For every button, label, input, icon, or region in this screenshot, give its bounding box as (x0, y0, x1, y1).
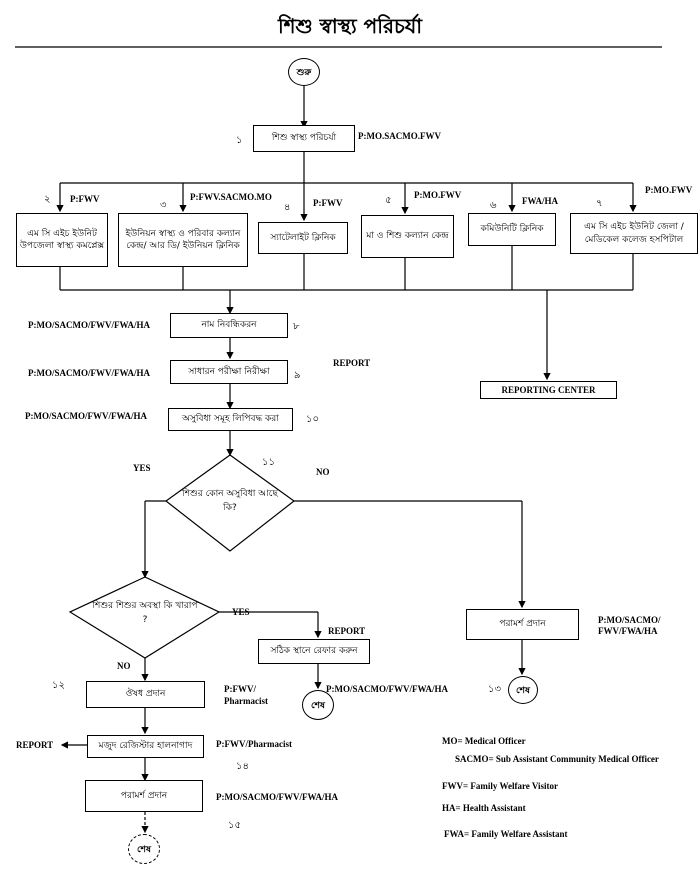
legend-ha: HA= Health Assistant (442, 803, 526, 813)
page-title: শিশু স্বাস্থ্য পরিচর্যা (277, 14, 423, 38)
end-node-refer: শেষ (302, 690, 334, 720)
node-10-responsible: P:MO/SACMO/FWV/FWA/HA (25, 411, 147, 421)
condition-yes-label: YES (232, 607, 250, 617)
node-6-responsible: FWA/HA (522, 196, 558, 206)
node-1-child-health-care: শিশু স্বাস্থ্য পরিচর্যা (253, 125, 355, 152)
node-8-name-registration: নাম নিবন্ধিকরন (170, 313, 288, 338)
node-13-advice: পরামর্শ প্রদান (466, 609, 579, 640)
node-14-number: ১৪ (236, 761, 249, 772)
node-4-number: ৪ (284, 202, 291, 213)
node-14-stock-register-update: মজুদ রেজিস্টার হালনাগাদ (87, 735, 204, 758)
node-2-responsible: P:FWV (70, 194, 100, 204)
refer-to-proper-place: সঠিক স্থানে রেফার করুন (258, 639, 370, 664)
node-13-number: ১৩ (488, 684, 501, 695)
reporting-center: REPORTING CENTER (480, 381, 617, 399)
node-5-number: ৫ (385, 195, 392, 206)
node-14-report: REPORT (16, 740, 54, 750)
node-15-advice: পরামর্শ প্রদান (85, 780, 203, 812)
node-2-number: ২ (44, 194, 51, 205)
node-4-responsible: P:FWV (313, 198, 343, 208)
node-7-number: ৭ (596, 198, 603, 209)
end-node-13: শেষ (508, 676, 538, 704)
node-11-number: ১১ (262, 457, 275, 468)
node-10-number: ১০ (306, 414, 319, 425)
node-2-mch-unit-upazila: এম সি এইচ ইউনিট উপজেলা স্বাস্থ্য কমপ্লেক… (16, 213, 108, 267)
node-7-responsible: P:MO.FWV (645, 185, 693, 195)
node-10-record-problems: অসুবিধা সমূহ লিপিবদ্ধ করা (168, 408, 293, 431)
start-node: শুরু (288, 58, 320, 86)
node-5-mother-child-welfare-center: মা ও শিশু কল্যান কেন্দ্র (361, 215, 454, 258)
node-4-satellite-clinic: স্যাটেলাইট ক্লিনিক (258, 222, 348, 254)
refer-responsible: P:MO/SACMO/FWV/FWA/HA (326, 684, 448, 694)
node-3-union-health-center: ইউনিয়ন স্বাস্থ্য ও পরিবার কল্যান কেন্দ্… (118, 213, 248, 267)
node-13-responsible: P:MO/SACMO/ FWV/FWA/HA (598, 615, 661, 637)
node-8-responsible: P:MO/SACMO/FWV/FWA/HA (28, 320, 150, 330)
node-5-responsible: P:MO.FWV (414, 190, 462, 200)
node-11-decision-any-problem: শিশুর কোন অসুবিধা আছে কি? (182, 489, 278, 513)
refer-report: REPORT (328, 626, 366, 636)
end-node-15: শেষ (128, 834, 160, 864)
node-11-no-label: NO (316, 467, 330, 477)
node-15-responsible: P:MO/SACMO/FWV/FWA/HA (216, 792, 338, 802)
node-7-mch-unit-district-hospital: এম সি এইচ ইউনিট জেলা / মেডিকেল কলেজ হসপি… (570, 213, 698, 254)
node-3-number: ৩ (160, 200, 167, 211)
node-12-number: ১২ (52, 680, 65, 691)
node-3-responsible: P:FWV.SACMO.MO (190, 192, 272, 202)
node-9-responsible: P:MO/SACMO/FWV/FWA/HA (28, 368, 150, 378)
node-6-number: ৬ (490, 200, 497, 211)
node-9-general-examination: সাধারন পরীক্ষা নিরীক্ষা (170, 360, 288, 384)
node-15-number: ১৫ (228, 820, 241, 831)
legend-mo: MO= Medical Officer (442, 736, 526, 746)
node-9-number: ৯ (294, 370, 301, 381)
condition-no-label: NO (117, 661, 131, 671)
node-14-responsible: P:FWV/Pharmacist (216, 739, 292, 749)
node-1-number: ১ (236, 135, 243, 146)
node-1-responsible: P:MO.SACMO.FWV (358, 131, 441, 141)
node-9-report: REPORT (333, 358, 371, 368)
node-8-number: ৮ (293, 321, 300, 332)
node-12-responsible: P:FWV/ Pharmacist (224, 684, 268, 706)
legend-sacmo: SACMO= Sub Assistant Community Medical O… (455, 754, 659, 764)
node-6-community-clinic: কমিউনিটি ক্লিনিক (468, 213, 556, 246)
legend-fwv: FWV= Family Welfare Visitor (442, 781, 559, 791)
decision-condition-bad: শিশুর শিশুর অবস্থা কি খারাপ ? (92, 601, 198, 625)
node-12-medicine-supply: ঔষধ প্রদান (86, 681, 205, 708)
node-11-yes-label: YES (133, 463, 151, 473)
legend-fwa: FWA= Family Welfare Assistant (444, 829, 568, 839)
